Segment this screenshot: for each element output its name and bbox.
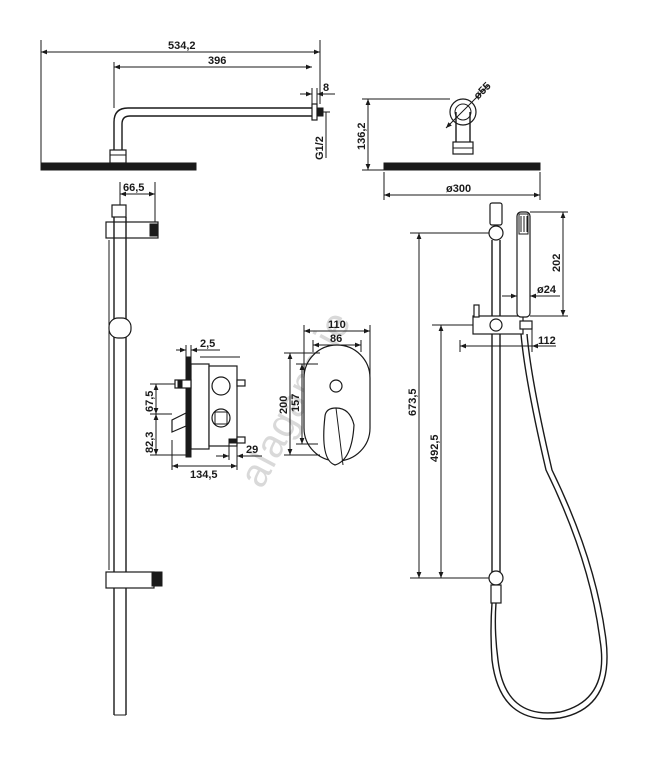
wall-flange bbox=[311, 103, 318, 121]
dim-outlet-depth: 29 bbox=[246, 444, 258, 456]
dim-handset-dia: ø24 bbox=[537, 284, 557, 296]
dim-arm-length: 396 bbox=[208, 55, 226, 67]
shower-arm bbox=[113, 107, 312, 150]
rail-slider bbox=[108, 317, 132, 339]
front-rail-tube bbox=[491, 240, 501, 572]
top-bracket-disc bbox=[488, 225, 504, 241]
lower-bracket bbox=[105, 571, 155, 589]
dim-body-upper: 67,5 bbox=[144, 391, 156, 412]
wall-plate-edge bbox=[185, 356, 192, 458]
front-handle bbox=[323, 407, 355, 466]
dim-head-dia: ø300 bbox=[446, 183, 471, 195]
front-flange bbox=[449, 98, 477, 126]
shower-hose bbox=[494, 333, 603, 714]
cartridge-top bbox=[211, 376, 231, 396]
dim-plate-height: 200 bbox=[278, 396, 290, 414]
dim-rail-height: 673,5 bbox=[407, 388, 419, 416]
dim-rail-pitch: 492,5 bbox=[429, 434, 441, 462]
mixer-body-side-view: 2,5 67,5 82,3 134,5 29 bbox=[144, 338, 262, 481]
dim-overall-width: 534,2 bbox=[168, 40, 196, 52]
cartridge-bottom bbox=[211, 408, 231, 428]
front-head-disk bbox=[383, 162, 541, 171]
dim-body-lower: 82,3 bbox=[144, 432, 156, 453]
dim-plate-inner-height: 157 bbox=[290, 394, 302, 412]
dim-body-depth: 134,5 bbox=[190, 469, 218, 481]
shower-head-disk bbox=[40, 162, 197, 171]
dim-plate-gap: 2,5 bbox=[200, 338, 215, 350]
rail-tube bbox=[113, 217, 127, 575]
riser-rail-side-view: 66,5 bbox=[105, 182, 163, 716]
mixer-body bbox=[190, 363, 210, 450]
dim-rail-offset: 66,5 bbox=[123, 182, 144, 194]
wall-plate-front-view: 110 86 200 157 bbox=[278, 319, 371, 466]
bottom-bracket-disc bbox=[488, 570, 504, 586]
dim-holder-projection: 112 bbox=[538, 335, 556, 347]
dim-head-drop: 136,2 bbox=[356, 122, 368, 150]
thread-stub bbox=[316, 107, 324, 117]
dim-plate-inner-width: 86 bbox=[330, 333, 342, 345]
handset bbox=[516, 211, 531, 318]
shower-head-side-view: 534,2 396 8 G1/2 bbox=[40, 40, 335, 171]
mixer-handle bbox=[171, 412, 187, 433]
riser-rail-front-view: 202 ø24 112 673,5 492,5 bbox=[407, 202, 608, 720]
upper-bracket bbox=[111, 204, 127, 218]
diverter-knob bbox=[329, 379, 343, 393]
dim-thread: G1/2 bbox=[314, 136, 326, 160]
shower-head-front-view: 136,2 ø55 ø300 bbox=[356, 80, 541, 200]
head-connector bbox=[109, 149, 127, 164]
dim-flange-thickness: 8 bbox=[323, 82, 329, 94]
dim-handset-length: 202 bbox=[551, 254, 563, 272]
outlet-elbow bbox=[151, 571, 163, 587]
dim-plate-width: 110 bbox=[328, 319, 346, 331]
